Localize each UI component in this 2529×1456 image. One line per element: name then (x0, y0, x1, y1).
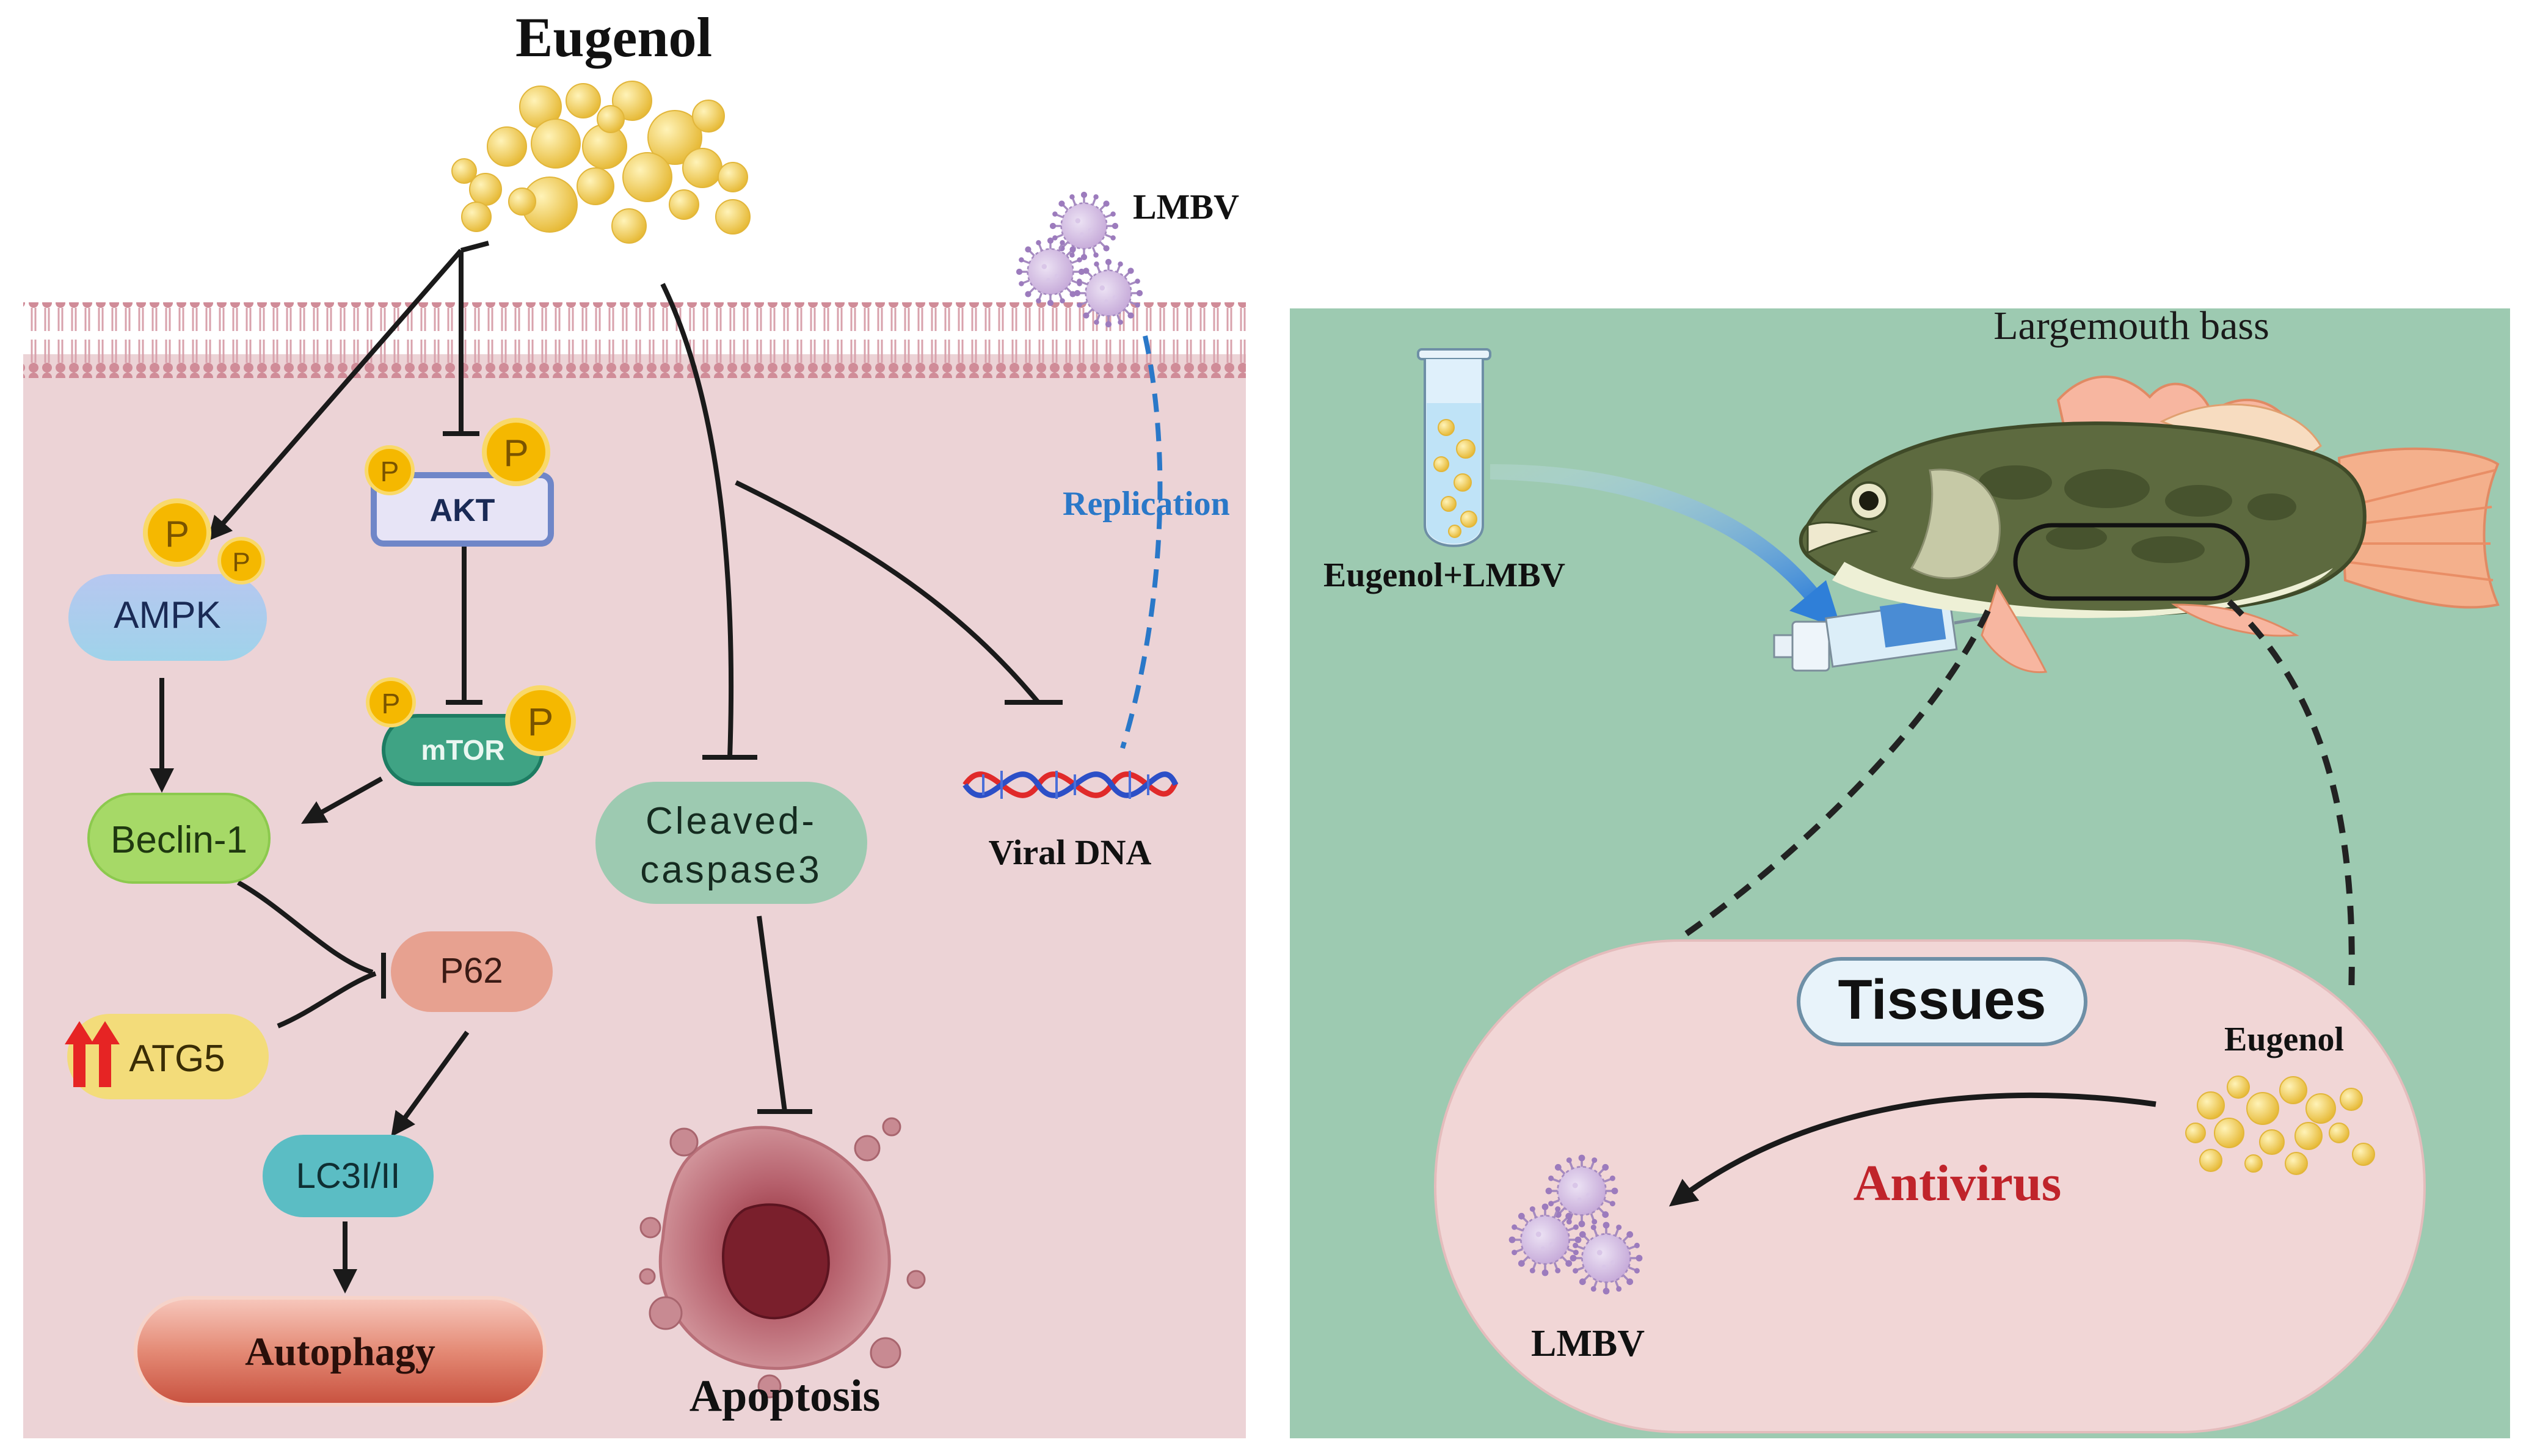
beclin1-label: Beclin-1 (111, 819, 247, 861)
replication-label: Replication (1063, 485, 1230, 523)
beclin1-node: Beclin-1 (87, 793, 271, 884)
fish-species-label: Largemouth bass (1993, 304, 2269, 348)
cleaved-caspase3-node: Cleaved- caspase3 (595, 782, 867, 904)
lmbv-label-top: LMBV (1133, 187, 1239, 227)
p62-node: P62 (391, 931, 553, 1012)
autophagy-node: Autophagy (134, 1296, 547, 1407)
largemouth-bass-icon (1799, 375, 2500, 674)
tissue-connectors (1675, 599, 2355, 996)
antivirus-arrow (1668, 1092, 2156, 1207)
phospho-icon-ampk-2: P (217, 537, 265, 584)
cell-membrane (23, 302, 1246, 378)
phospho-icon-akt-1: P (365, 445, 415, 495)
svg-text:P: P (232, 547, 250, 577)
phosphorylation-markers: P P P P P P (143, 418, 576, 756)
phospho-icon-mtor-2: P (505, 685, 576, 756)
test-tube-icon (1417, 348, 1491, 547)
eugenol-title: Eugenol (515, 6, 712, 68)
apoptotic-cell-icon (639, 1117, 926, 1399)
viral-dna-icon (962, 771, 1179, 799)
upregulation-arrows-icon (65, 1021, 120, 1087)
svg-text:P: P (503, 432, 528, 475)
antivirus-label: Antivirus (1854, 1155, 2062, 1212)
mtor-label: mTOR (421, 734, 504, 766)
ampk-node: AMPK (68, 574, 267, 661)
svg-text:P: P (165, 514, 189, 555)
tissues-badge: Tissues (1797, 957, 2087, 1046)
tissues-region (1434, 939, 2426, 1433)
injection-arrow (1490, 464, 1841, 629)
replication-line (1120, 335, 1163, 749)
tube-label: Eugenol+LMBV (1323, 556, 1565, 594)
mtor-node: mTOR (382, 714, 544, 786)
phospho-icon-mtor-1: P (366, 677, 416, 727)
syringe-icon (1773, 597, 2028, 672)
akt-label: AKT (430, 493, 495, 528)
viral-dna-label: Viral DNA (989, 832, 1152, 872)
phospho-icon-akt-2: P (482, 418, 550, 486)
eugenol-droplets-tissue (2185, 1076, 2375, 1175)
p62-label: P62 (440, 951, 503, 991)
atg5-label: ATG5 (129, 1038, 225, 1080)
ampk-label: AMPK (114, 594, 221, 636)
tissues-label: Tissues (1838, 969, 2047, 1031)
svg-text:P: P (528, 700, 554, 744)
lc3-node: LC3I/II (263, 1135, 434, 1217)
lmbv-label-tissue: LMBV (1531, 1323, 1645, 1364)
phospho-icon-ampk-1: P (143, 498, 211, 567)
pathway-connectors (150, 241, 1063, 1294)
svg-text:P: P (382, 688, 401, 719)
caspase-label-line2: caspase3 (640, 849, 821, 891)
lc3-label: LC3I/II (296, 1156, 401, 1196)
svg-text:P: P (380, 456, 399, 487)
eugenol-droplets (451, 81, 751, 244)
apoptosis-label: Apoptosis (690, 1371, 881, 1421)
tissue-region-highlight (2013, 523, 2250, 601)
caspase-label-line1: Cleaved- (646, 800, 817, 842)
akt-node: AKT (371, 472, 554, 547)
autophagy-label: Autophagy (245, 1330, 435, 1374)
atg5-node: ATG5 (67, 1014, 269, 1099)
eugenol-label-tissue: Eugenol (2224, 1021, 2344, 1058)
